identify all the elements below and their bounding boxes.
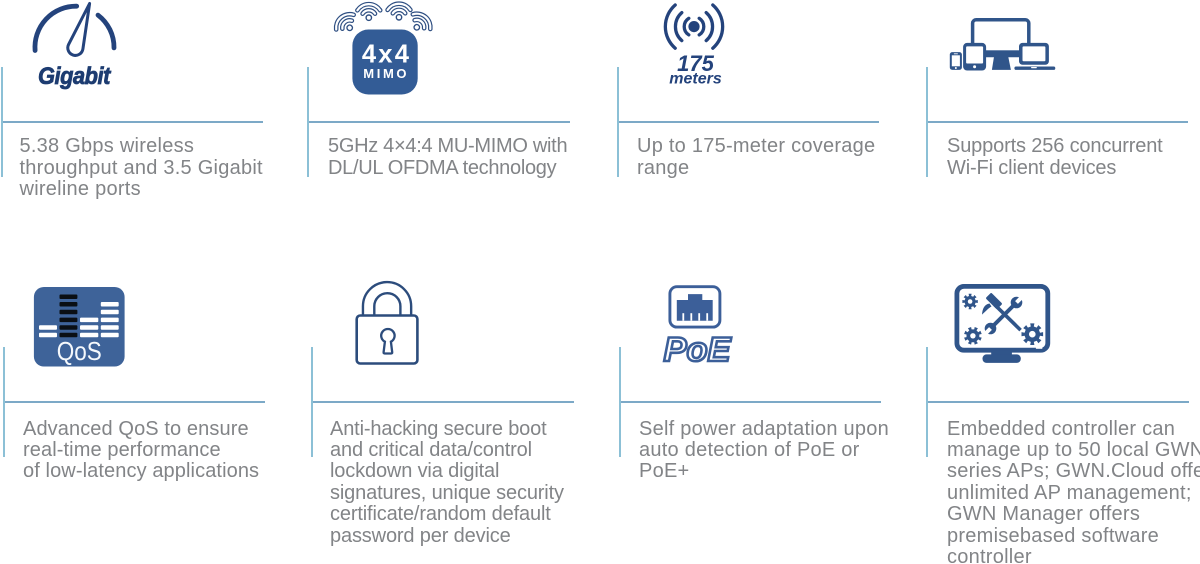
svg-text:meters: meters <box>669 70 722 87</box>
svg-text:QoS: QoS <box>57 336 102 366</box>
svg-text:175: 175 <box>677 51 714 76</box>
svg-text:MIMO: MIMO <box>363 66 409 81</box>
svg-text:4x4: 4x4 <box>362 40 411 68</box>
